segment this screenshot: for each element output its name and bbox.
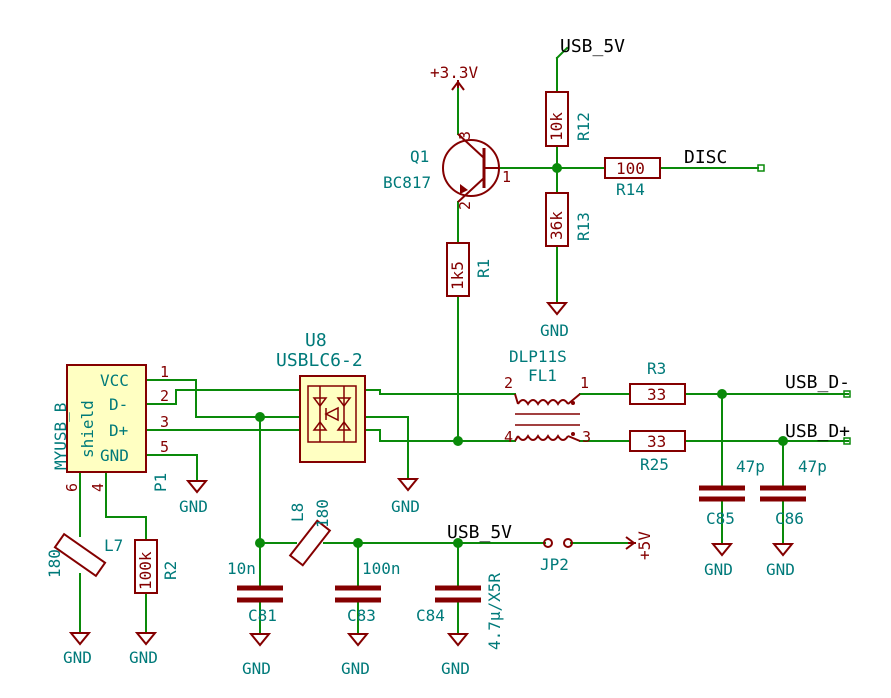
l8-ref: L8	[288, 503, 307, 522]
r1-value: 1k5	[448, 261, 467, 290]
fl1-pin1: 1	[580, 374, 589, 392]
gnd-symbols	[68, 302, 795, 647]
power-5v-symbol	[625, 536, 636, 550]
usb-dm-port	[843, 390, 851, 398]
ic-u8	[299, 375, 366, 463]
jumper-jp2	[543, 538, 573, 548]
p1-shield: shield	[78, 400, 97, 458]
r13-value: 36k	[547, 211, 566, 240]
p1-num1: 1	[160, 363, 169, 381]
net-3v3: +3.3V	[430, 63, 479, 82]
connector-p1	[66, 364, 147, 473]
fl1-pin2: 2	[504, 374, 513, 392]
resistor-r14	[604, 157, 661, 179]
r25-value: 33	[647, 432, 666, 451]
gnd-label-p1: GND	[179, 497, 208, 516]
fl1-pin3: 3	[582, 428, 591, 446]
p1-pin-vcc: VCC	[100, 371, 129, 390]
fl1-value: DLP11S	[509, 347, 567, 366]
gnd-label-r2: GND	[129, 648, 158, 667]
inductor-l8	[288, 519, 332, 567]
power-3v3-symbol	[451, 80, 465, 91]
gnd-label-u8: GND	[391, 497, 420, 516]
net-usb-dp: USB_D+	[785, 421, 850, 442]
gnd-label-r13: GND	[540, 321, 569, 340]
fl1-ref: FL1	[528, 366, 557, 385]
q1-pin3: 3	[456, 131, 474, 140]
usb-dp-port	[843, 437, 851, 445]
r2-value: 100k	[136, 551, 155, 590]
net-usb5v-top: USB_5V	[560, 36, 625, 57]
jp2-ref: JP2	[540, 555, 569, 574]
gnd-label-c84: GND	[441, 659, 470, 678]
c83-value: 100n	[362, 559, 401, 578]
q1-pin2: 2	[456, 201, 474, 210]
p1-pin-gnd: GND	[100, 446, 129, 465]
gnd-label-c83: GND	[341, 659, 370, 678]
resistor-r1	[446, 242, 470, 297]
net-usb-dm: USB_D-	[785, 372, 850, 393]
resistor-r13	[545, 192, 569, 247]
c84-ref: C84	[416, 606, 445, 625]
c86-value: 47p	[798, 457, 827, 476]
net-5v: +5V	[635, 531, 654, 560]
fl1-pin4: 4	[504, 428, 513, 446]
r3-value: 33	[647, 385, 666, 404]
wires	[79, 46, 849, 634]
gnd-label-c81: GND	[242, 659, 271, 678]
p1-pin-dm: D-	[109, 395, 128, 414]
r3-ref: R3	[647, 359, 666, 378]
gnd-label-l7: GND	[63, 648, 92, 667]
r13-ref: R13	[574, 212, 593, 241]
r14-value: 100	[616, 159, 645, 178]
c86-ref: C86	[775, 509, 804, 528]
r12-value: 10k	[547, 112, 566, 141]
q1-value: BC817	[383, 173, 431, 192]
p1-pin-dp: D+	[109, 421, 128, 440]
r14-ref: R14	[616, 180, 645, 199]
net-disc: DISC	[684, 147, 727, 168]
p1-num5: 5	[160, 438, 169, 456]
u8-value: USBLC6-2	[276, 350, 363, 371]
inductor-l7	[53, 532, 107, 578]
p1-num4: 4	[89, 483, 107, 492]
p1-num2: 2	[160, 387, 169, 405]
r2-ref: R2	[161, 561, 180, 580]
r25-ref: R25	[640, 455, 669, 474]
c85-ref: C85	[706, 509, 735, 528]
q1-pin1: 1	[502, 168, 511, 186]
c81-value: 10n	[227, 559, 256, 578]
gnd-label-c85: GND	[704, 560, 733, 579]
filter-fl1	[514, 393, 581, 442]
disc-port	[757, 164, 765, 172]
resistor-r2	[134, 539, 158, 594]
resistor-r12	[545, 91, 569, 147]
l7-value: 180	[45, 549, 64, 578]
junctions	[255, 163, 788, 548]
c81-ref: C81	[248, 606, 277, 625]
q1-ref: Q1	[410, 147, 429, 166]
net-usb5v-mid: USB_5V	[447, 522, 512, 543]
gnd-label-c86: GND	[766, 560, 795, 579]
u8-ref: U8	[305, 330, 327, 351]
p1-value: MYUSB_B	[51, 403, 70, 470]
c83-ref: C83	[347, 606, 376, 625]
p1-ref: P1	[151, 473, 170, 492]
l8-value: 180	[313, 499, 332, 528]
transistor-q1	[442, 133, 500, 203]
resistor-r25	[629, 430, 686, 452]
c84-value: 4.7µ/X5R	[485, 573, 504, 650]
r12-ref: R12	[574, 112, 593, 141]
p1-num6: 6	[63, 483, 81, 492]
c85-value: 47p	[736, 457, 765, 476]
r1-ref: R1	[474, 259, 493, 278]
l7-ref: L7	[104, 536, 123, 555]
resistor-r3	[629, 383, 686, 405]
p1-num3: 3	[160, 413, 169, 431]
